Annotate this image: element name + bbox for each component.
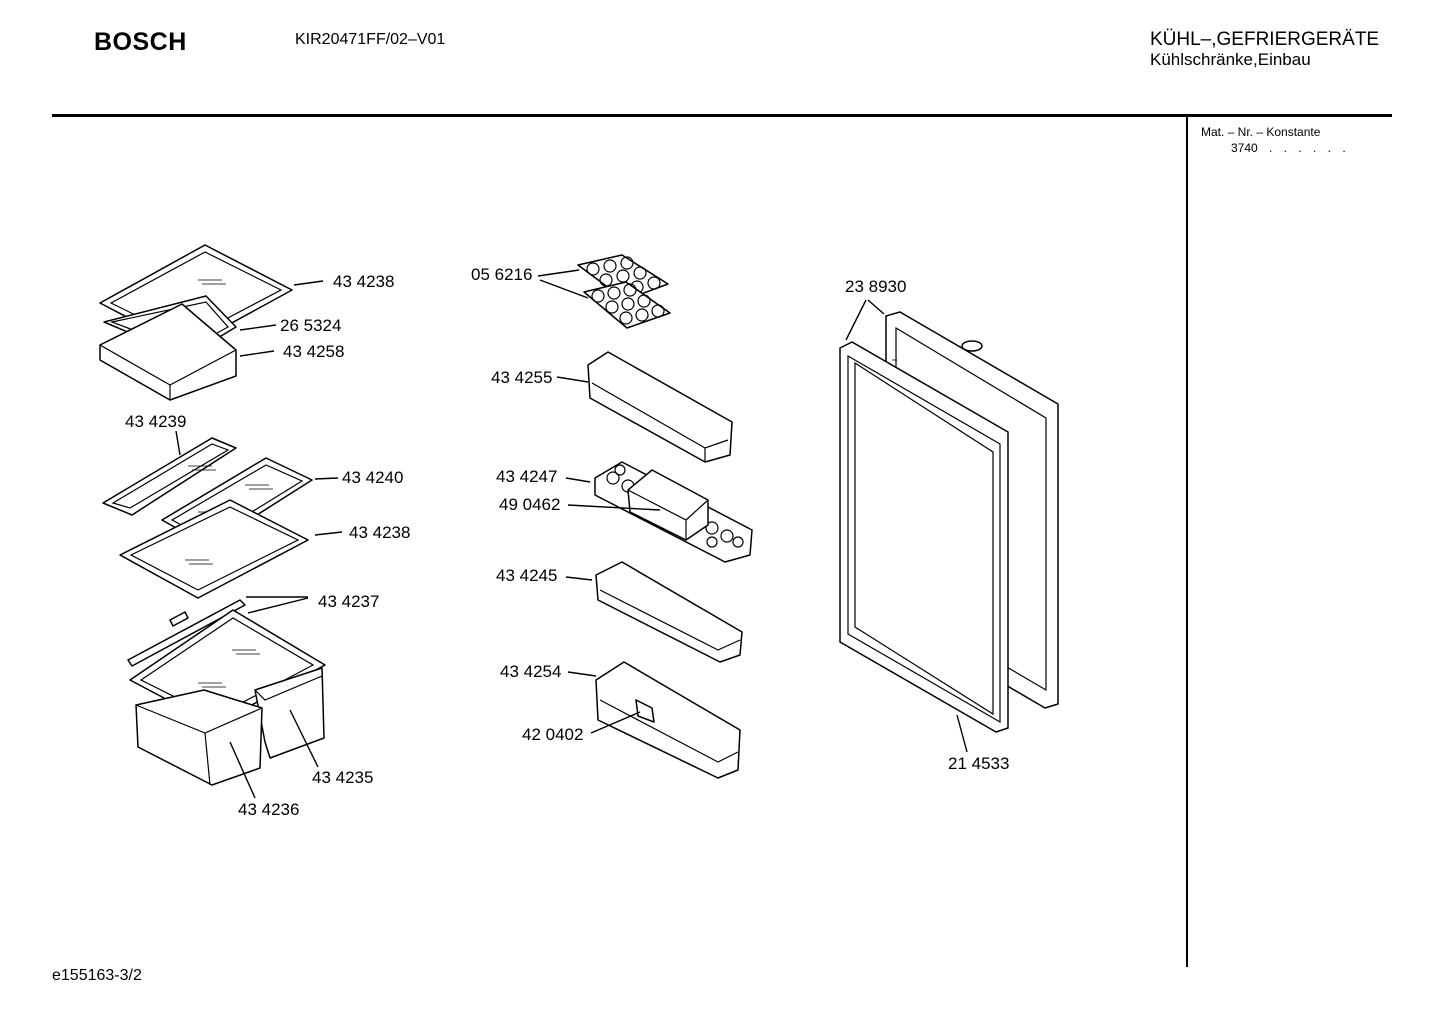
part-label-490462: 49 0462 xyxy=(499,495,560,514)
part-label-434255: 43 4255 xyxy=(491,368,552,387)
part-label-434240: 43 4240 xyxy=(342,468,403,487)
part-label-420402: 42 0402 xyxy=(522,725,583,744)
crisper-drawer-right xyxy=(254,667,325,759)
part-label-434238-top: 43 4238 xyxy=(333,272,394,291)
part-label-434245: 43 4245 xyxy=(496,566,557,585)
part-label-214533: 21 4533 xyxy=(948,754,1009,773)
egg-shelf-cover xyxy=(627,469,709,541)
material-number-label: Mat. – Nr. – Konstante xyxy=(1201,125,1321,139)
shelf-tray xyxy=(99,303,237,401)
door-shelf-2 xyxy=(595,561,743,663)
part-label-434235: 43 4235 xyxy=(312,768,373,787)
brand-logo: BOSCH xyxy=(94,28,187,56)
glass-shelf-middle xyxy=(119,499,309,599)
leader-lines xyxy=(175,269,968,799)
category-title: KÜHL–,GEFRIERGERÄTE xyxy=(1150,29,1380,50)
egg-tray-lower xyxy=(583,281,671,329)
model-number: KIR20471FF/02–V01 xyxy=(295,31,446,48)
part-label-434237: 43 4237 xyxy=(318,592,379,611)
part-label-238930: 23 8930 xyxy=(845,277,906,296)
door-gasket xyxy=(839,341,1009,733)
split-shelf-left xyxy=(102,437,237,516)
part-label-265324: 26 5324 xyxy=(280,316,341,335)
crisper-drawer-left xyxy=(135,689,263,786)
drawing-id: e155163-3/2 xyxy=(52,967,142,984)
material-number-value: 3740 xyxy=(1231,141,1258,155)
material-number-placeholder: . . . . . . xyxy=(1269,141,1350,155)
shelf-divider xyxy=(635,699,655,723)
part-label-434247: 43 4247 xyxy=(496,467,557,486)
part-label-434254: 43 4254 xyxy=(500,662,561,681)
door-shelf-1 xyxy=(587,351,733,463)
header-rule xyxy=(52,114,1392,117)
shelf-trim-strip xyxy=(127,599,246,667)
part-label-434236: 43 4236 xyxy=(238,800,299,819)
part-label-434239: 43 4239 xyxy=(125,412,186,431)
sidebar-divider xyxy=(1186,117,1188,967)
part-label-434238-middle: 43 4238 xyxy=(349,523,410,542)
part-label-434258: 43 4258 xyxy=(283,342,344,361)
part-label-056216: 05 6216 xyxy=(471,265,532,284)
door-shelf-3 xyxy=(595,661,741,779)
category-subtitle: Kühlschränke,Einbau xyxy=(1150,50,1311,69)
